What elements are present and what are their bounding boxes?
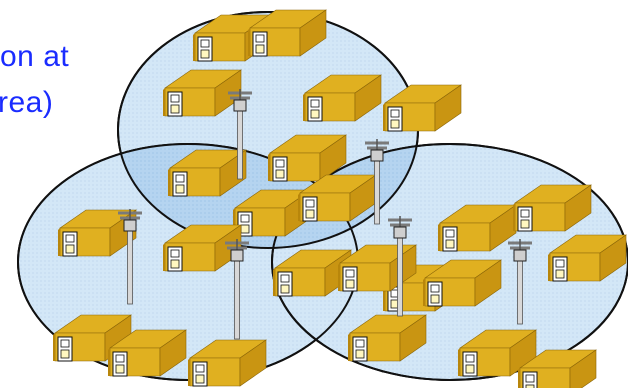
house-icon — [163, 69, 242, 117]
house-icon — [233, 189, 312, 237]
antenna-tower-icon — [365, 139, 389, 225]
house-icon — [423, 259, 502, 307]
antenna-tower-icon — [118, 209, 142, 305]
antenna-tower-icon — [225, 239, 249, 340]
house-icon — [188, 339, 267, 387]
house-icon — [518, 349, 597, 388]
house-icon — [168, 149, 247, 197]
antenna-tower-icon — [388, 216, 412, 317]
house-icon — [303, 74, 382, 122]
antenna-tower-icon — [228, 89, 252, 180]
antenna-tower-icon — [508, 239, 532, 325]
house-icon — [548, 234, 627, 282]
house-icon — [338, 244, 417, 292]
house-icon — [458, 329, 537, 377]
house-icon — [383, 84, 462, 132]
house-icon — [248, 9, 327, 57]
house-icon — [58, 209, 137, 257]
house-icon — [268, 134, 347, 182]
house-icon — [513, 184, 592, 232]
house-icon — [438, 204, 517, 252]
house-icon — [108, 329, 187, 377]
house-icon — [298, 174, 377, 222]
house-icon — [348, 314, 427, 362]
